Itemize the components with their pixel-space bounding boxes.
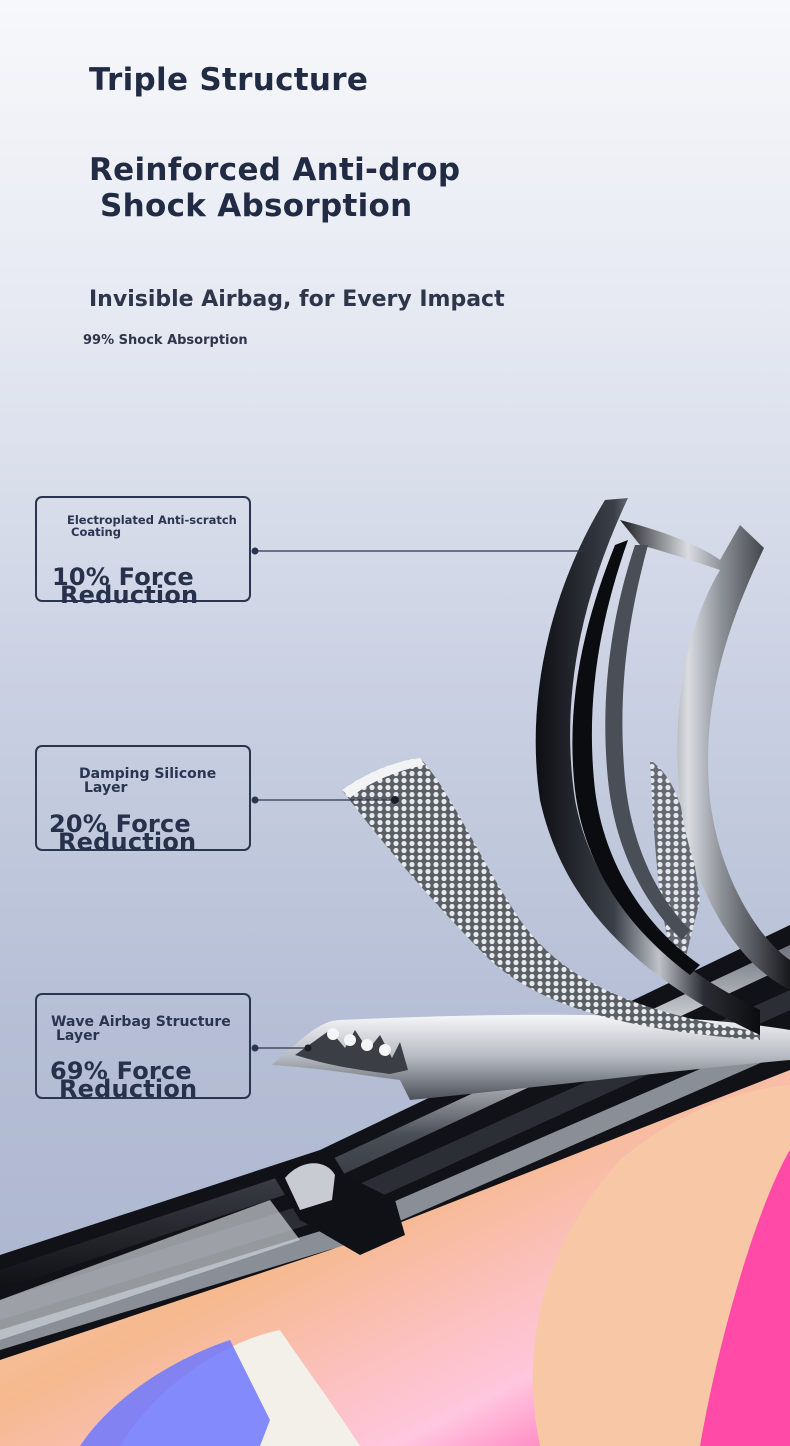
callout-electroplated-coating: Electroplated Anti-scratch Coating 10% F… (35, 496, 251, 609)
shock-absorption-note: 99% Shock Absorption (83, 333, 248, 348)
label-line-2: Layer (84, 780, 128, 797)
callout-force-value: 20% Force Reduction (49, 810, 197, 856)
value-line-2: Reduction (58, 828, 197, 856)
callout-damping-silicone: Damping Silicone Layer 20% Force Reducti… (35, 745, 251, 856)
label-line-2: Coating (71, 524, 121, 539)
label-line-2: Layer (56, 1028, 100, 1045)
callout-label: Electroplated Anti-scratch Coating (67, 513, 237, 539)
subtitle-line-1: Reinforced Anti-drop (89, 152, 461, 188)
value-line-1: 10% Force (52, 563, 194, 591)
connector-dot-1 (251, 547, 259, 555)
tagline: Invisible Airbag, for Every Impact (89, 287, 505, 312)
value-line-2: Reduction (59, 1075, 198, 1103)
subtitle-line-2: Shock Absorption (100, 188, 413, 224)
callout-wave-airbag: Wave Airbag Structure Layer 69% Force Re… (35, 993, 251, 1103)
value-line-1: 20% Force (49, 810, 191, 838)
callout-label: Wave Airbag Structure Layer (51, 1015, 231, 1044)
callout-force-value: 10% Force Reduction (52, 563, 199, 609)
connector-dot-3b (304, 1044, 312, 1052)
callout-label: Damping Silicone Layer (79, 767, 216, 796)
callout-force-value: 69% Force Reduction (50, 1057, 198, 1103)
connector-dot-2a (251, 796, 259, 804)
label-line-1: Electroplated Anti-scratch (67, 513, 237, 527)
connector-dot-3a (251, 1044, 259, 1052)
headline-title: Triple Structure (89, 62, 369, 98)
value-line-2: Reduction (60, 581, 199, 609)
headline-subtitle: Reinforced Anti-drop Shock Absorption (89, 152, 460, 224)
label-line-1: Wave Airbag Structure (51, 1014, 231, 1030)
connector-dot-2b (391, 796, 399, 804)
label-line-1: Damping Silicone (79, 766, 217, 782)
value-line-1: 69% Force (50, 1057, 192, 1085)
